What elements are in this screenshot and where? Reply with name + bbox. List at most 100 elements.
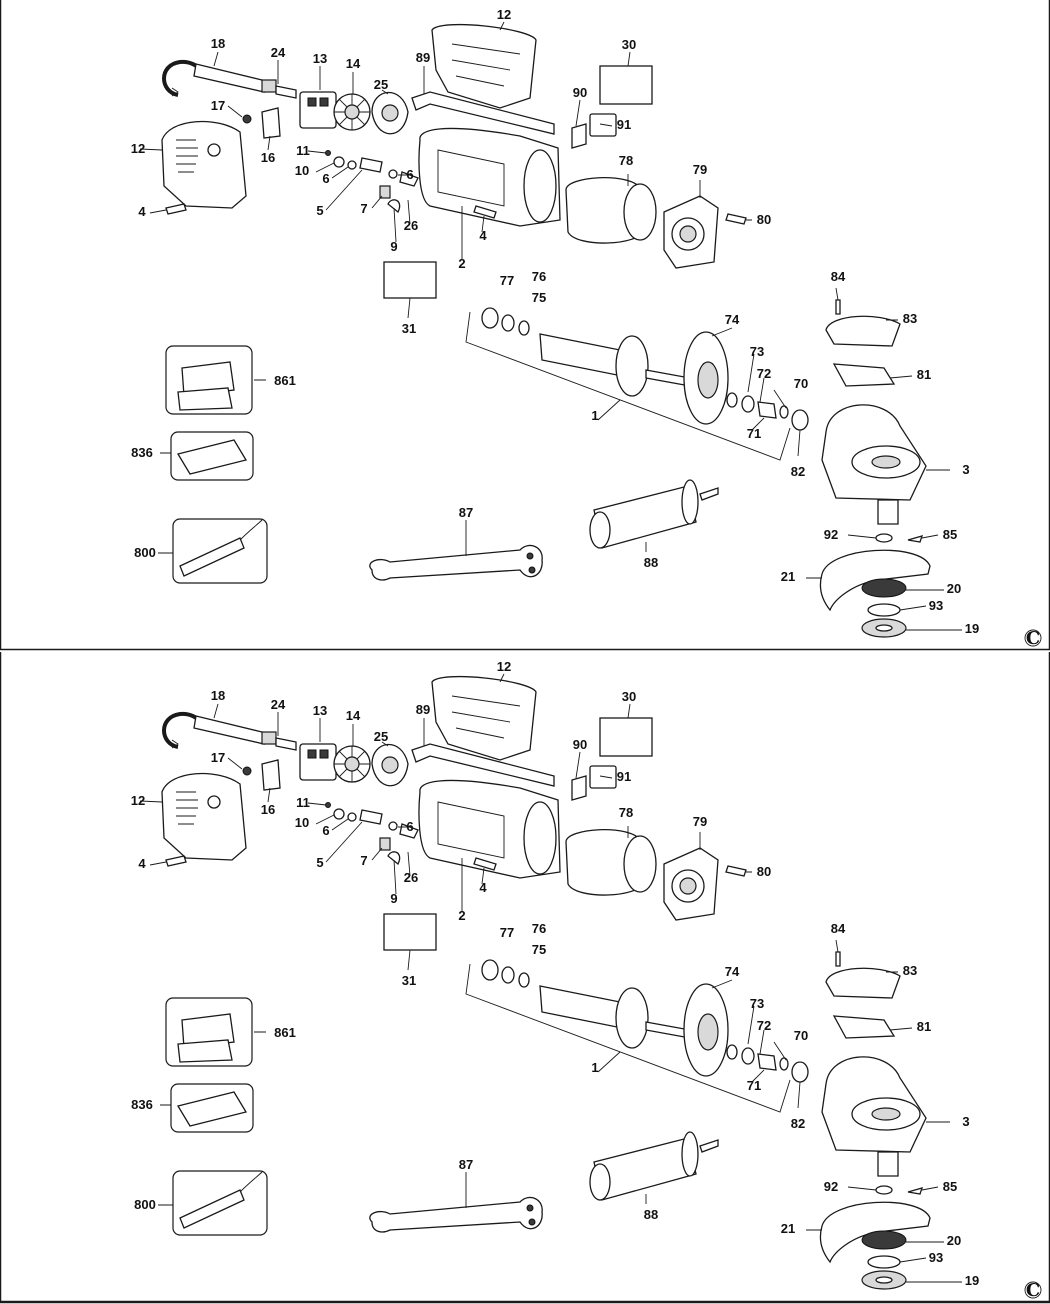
callout-label: 84 [831, 269, 846, 284]
callout-label: 836 [131, 1097, 153, 1112]
bottom-panel-art [0, 650, 1050, 1304]
callout-label: 31 [402, 973, 416, 988]
callout-label: 12 [131, 793, 145, 808]
callout-label: 92 [824, 1179, 838, 1194]
callout-label: 13 [313, 703, 327, 718]
top-panel-art [0, 0, 1050, 652]
callout-label: 3 [962, 1114, 969, 1129]
callout-label: 20 [947, 581, 961, 596]
callout-label: 77 [500, 273, 514, 288]
callout-label: 89 [416, 50, 430, 65]
callout-label: 74 [725, 964, 740, 979]
callout-label: 92 [824, 527, 838, 542]
callout-label: 90 [573, 737, 587, 752]
callout-label: 13 [313, 51, 327, 66]
callout-label: 78 [619, 805, 633, 820]
callout-label: 91 [617, 117, 631, 132]
callout-label: 31 [402, 321, 416, 336]
callout-label: 26 [404, 218, 418, 233]
callout-label: 800 [134, 545, 156, 560]
callout-label: 72 [757, 1018, 771, 1033]
callout-label: 12 [131, 141, 145, 156]
callout-label: 88 [644, 1207, 658, 1222]
callout-label: 7 [360, 201, 367, 216]
callout-label: 12 [497, 7, 511, 22]
callout-label: 87 [459, 505, 473, 520]
callout-label: 11 [296, 143, 310, 158]
callout-label: 76 [532, 921, 546, 936]
callout-label: 1 [591, 1060, 598, 1075]
callout-label: 6 [406, 819, 413, 834]
callout-label: 85 [943, 527, 957, 542]
callout-label: 17 [211, 98, 225, 113]
callout-label: 79 [693, 814, 707, 829]
callout-label: 7 [360, 853, 367, 868]
callout-label: 85 [943, 1179, 957, 1194]
callout-label: 5 [316, 855, 323, 870]
callout-label: 5 [316, 203, 323, 218]
callout-label: 14 [346, 56, 361, 71]
callout-label: 73 [750, 996, 764, 1011]
callout-label: 18 [211, 36, 225, 51]
callout-label: 9 [390, 239, 397, 254]
callout-label: 81 [917, 367, 931, 382]
callout-label: 19 [965, 1273, 979, 1288]
callout-label: 79 [693, 162, 707, 177]
callout-label: 836 [131, 445, 153, 460]
callout-label: 30 [622, 37, 636, 52]
callout-label: 16 [261, 802, 275, 817]
callout-label: 21 [781, 1221, 795, 1236]
callout-label: 93 [929, 1250, 943, 1265]
callout-label: 83 [903, 311, 917, 326]
callout-label: 14 [346, 708, 361, 723]
callout-label: 24 [271, 45, 286, 60]
callout-label: 2 [458, 908, 465, 923]
callout-label: 80 [757, 864, 771, 879]
callout-label: 25 [374, 729, 388, 744]
callout-label: 10 [295, 163, 309, 178]
callout-label: 71 [747, 426, 761, 441]
callout-label: 90 [573, 85, 587, 100]
callout-label: 82 [791, 1116, 805, 1131]
callout-label: 70 [794, 1028, 808, 1043]
callout-label: 78 [619, 153, 633, 168]
callout-label: 6 [322, 171, 329, 186]
callout-label: 30 [622, 689, 636, 704]
callout-label: 4 [138, 856, 146, 871]
callout-label: 87 [459, 1157, 473, 1172]
callout-label: 2 [458, 256, 465, 271]
callout-label: 71 [747, 1078, 761, 1093]
copyright-mark-top: C [1026, 628, 1040, 649]
callout-label: 73 [750, 344, 764, 359]
callout-label: 861 [274, 373, 296, 388]
callout-label: 75 [532, 942, 546, 957]
callout-label: 1 [591, 408, 598, 423]
callout-label: 800 [134, 1197, 156, 1212]
callout-label: 9 [390, 891, 397, 906]
callout-label: 16 [261, 150, 275, 165]
callout-label: 26 [404, 870, 418, 885]
callout-label: 77 [500, 925, 514, 940]
callout-label: 12 [497, 659, 511, 674]
callout-label: 84 [831, 921, 846, 936]
callout-label: 17 [211, 750, 225, 765]
callout-label: 11 [296, 795, 310, 810]
callout-label: 70 [794, 376, 808, 391]
callout-label: 24 [271, 697, 286, 712]
callout-label: 76 [532, 269, 546, 284]
callout-label: 83 [903, 963, 917, 978]
callout-label: 4 [138, 204, 146, 219]
callout-label: 4 [479, 228, 487, 243]
callout-label: 72 [757, 366, 771, 381]
callout-label: 82 [791, 464, 805, 479]
callout-label: 6 [322, 823, 329, 838]
copyright-mark-bottom: C [1026, 1280, 1040, 1301]
callout-label: 3 [962, 462, 969, 477]
callout-label: 88 [644, 555, 658, 570]
callout-label: 18 [211, 688, 225, 703]
callout-label: 861 [274, 1025, 296, 1040]
callout-label: 80 [757, 212, 771, 227]
